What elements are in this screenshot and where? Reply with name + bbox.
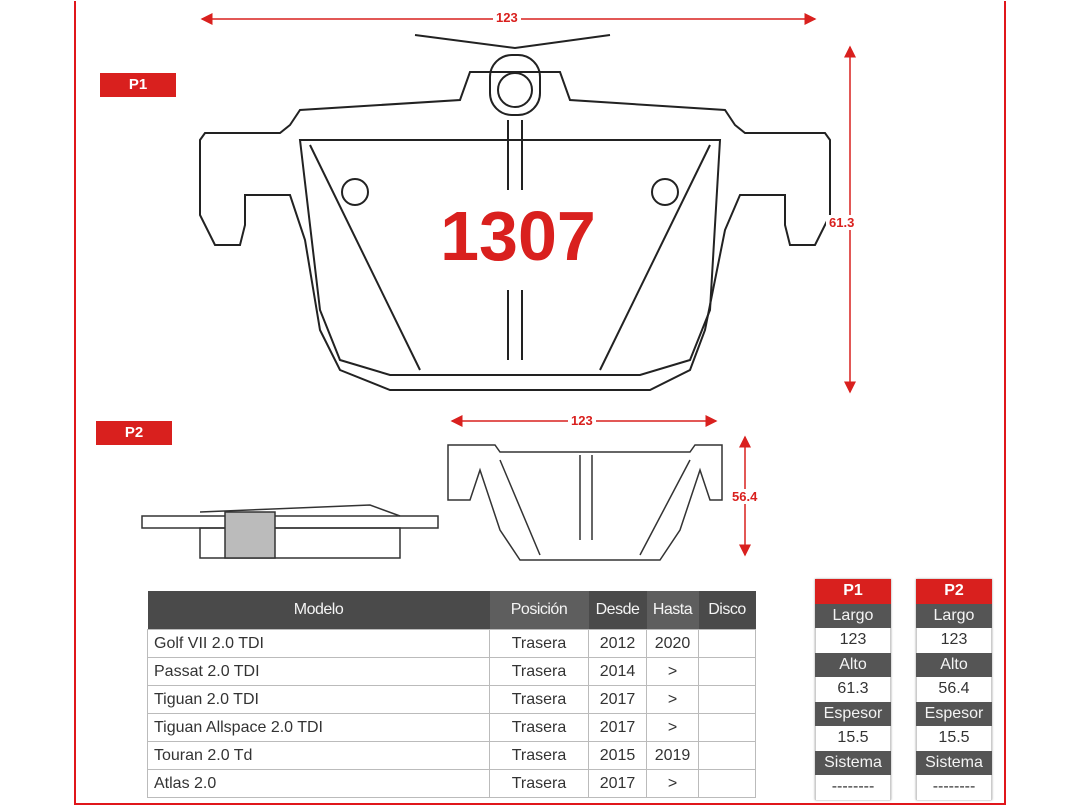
position-cell: Trasera: [489, 769, 589, 798]
from-year-cell: 2017: [588, 769, 647, 798]
model-cell: Tiguan Allspace 2.0 TDI: [147, 713, 490, 742]
part-number: 1307: [440, 197, 596, 275]
largo-value: 123: [815, 628, 891, 653]
header-hasta: Hasta: [646, 591, 699, 630]
to-year-cell: >: [646, 713, 699, 742]
p2-height-value: 56.4: [729, 489, 761, 504]
to-year-cell: >: [646, 685, 699, 714]
alto-value: 61.3: [815, 677, 891, 702]
model-cell: Passat 2.0 TDI: [147, 657, 490, 686]
to-year-cell: >: [646, 657, 699, 686]
alto-label: Alto: [916, 652, 992, 677]
espesor-label: Espesor: [815, 701, 891, 726]
p1-length-value: 123: [493, 10, 521, 25]
spec-title: P2: [916, 579, 992, 604]
to-year-cell: 2019: [646, 741, 699, 770]
sistema-label: Sistema: [916, 750, 992, 775]
from-year-cell: 2017: [588, 713, 647, 742]
position-cell: Trasera: [489, 629, 589, 658]
largo-label: Largo: [815, 603, 891, 628]
position-cell: Trasera: [489, 685, 589, 714]
largo-value: 123: [916, 628, 992, 653]
table-header: Modelo Posición Desde Hasta Disco: [147, 591, 756, 630]
model-cell: Golf VII 2.0 TDI: [147, 629, 490, 658]
p2-length-value: 123: [568, 413, 596, 428]
disc-cell: [698, 713, 756, 742]
espesor-value: 15.5: [815, 726, 891, 751]
to-year-cell: >: [646, 769, 699, 798]
alto-label: Alto: [815, 652, 891, 677]
header-posicion: Posición: [489, 591, 589, 630]
sistema-label: Sistema: [815, 750, 891, 775]
disc-cell: [698, 629, 756, 658]
p2-pad-outline: [447, 444, 723, 561]
p1-pad-outline: [199, 34, 831, 391]
from-year-cell: 2017: [588, 685, 647, 714]
from-year-cell: 2014: [588, 657, 647, 686]
disc-cell: [698, 657, 756, 686]
model-cell: Tiguan 2.0 TDI: [147, 685, 490, 714]
p1-height-value: 61.3: [826, 215, 858, 230]
position-cell: Trasera: [489, 657, 589, 686]
espesor-value: 15.5: [916, 726, 992, 751]
from-year-cell: 2015: [588, 741, 647, 770]
header-desde: Desde: [588, 591, 647, 630]
sistema-value: --------: [916, 775, 992, 800]
red-frame: [74, 1, 1006, 805]
disc-cell: [698, 685, 756, 714]
model-cell: Touran 2.0 Td: [147, 741, 490, 770]
alto-value: 56.4: [916, 677, 992, 702]
disc-cell: [698, 741, 756, 770]
from-year-cell: 2012: [588, 629, 647, 658]
sistema-value: --------: [815, 775, 891, 800]
model-cell: Atlas 2.0: [147, 769, 490, 798]
position-cell: Trasera: [489, 713, 589, 742]
application-table: Modelo Posición Desde Hasta Disco Golf V…: [147, 591, 756, 798]
espesor-label: Espesor: [916, 701, 992, 726]
disc-cell: [698, 769, 756, 798]
spec-card-p2: P2 Largo 123 Alto 56.4 Espesor 15.5 Sist…: [916, 579, 992, 800]
p1-label: P1: [100, 73, 176, 97]
p2-label: P2: [96, 421, 172, 445]
spec-title: P1: [815, 579, 891, 604]
position-cell: Trasera: [489, 741, 589, 770]
header-disco: Disco: [698, 591, 756, 630]
p2-side-view: [141, 504, 439, 559]
largo-label: Largo: [916, 603, 992, 628]
header-modelo: Modelo: [147, 591, 490, 630]
to-year-cell: 2020: [646, 629, 699, 658]
spec-card-p1: P1 Largo 123 Alto 61.3 Espesor 15.5 Sist…: [815, 579, 891, 800]
